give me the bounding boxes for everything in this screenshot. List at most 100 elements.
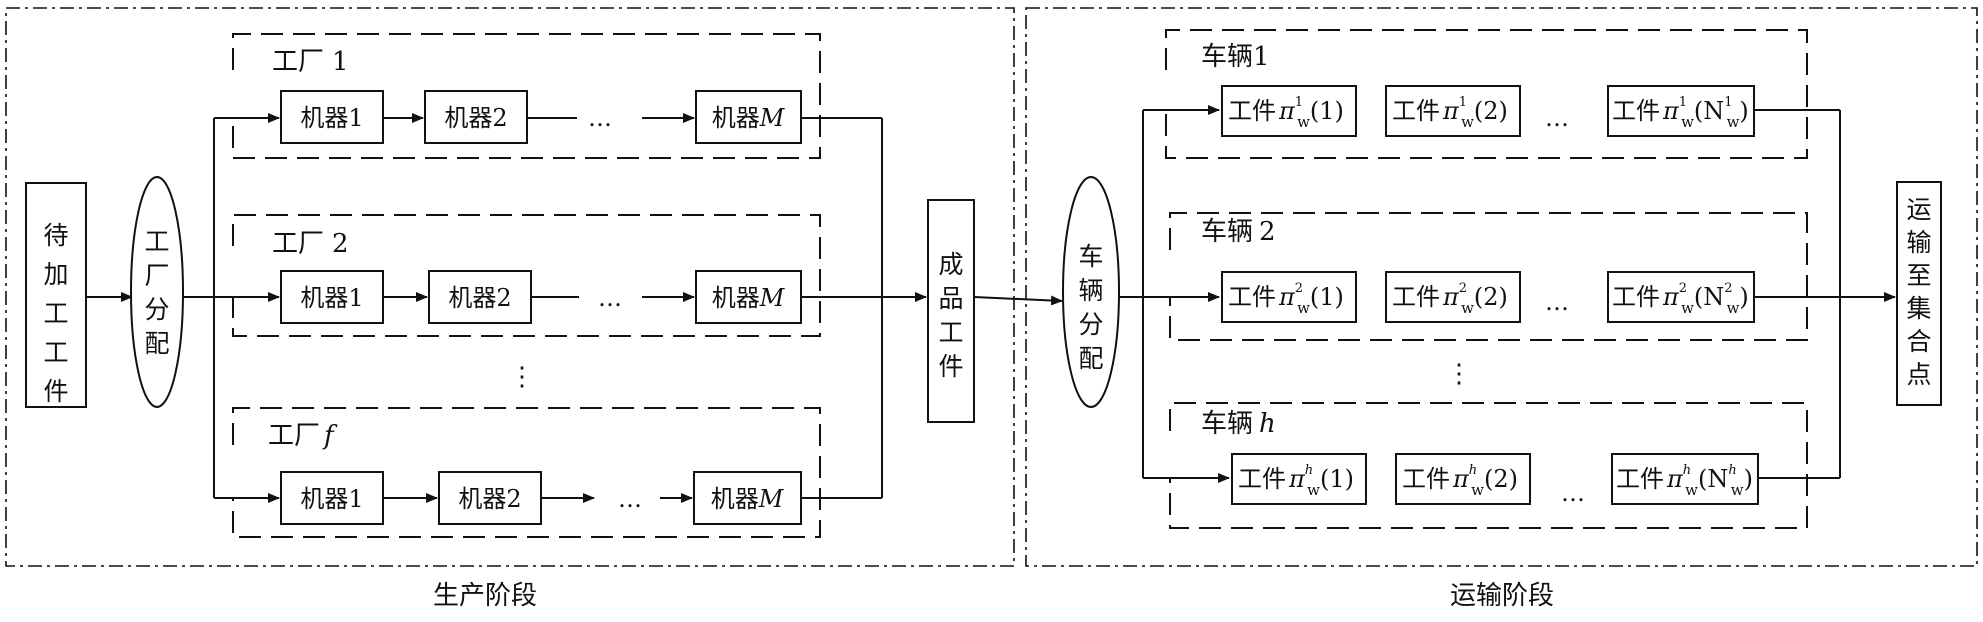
vehicle-assignment-char: 辆 [1078, 276, 1103, 305]
svg-text:车辆1: 车辆1 [1201, 42, 1270, 72]
ellipsis: … [1545, 288, 1569, 316]
destination-block: 运 输 至 集 合 点 [1896, 181, 1942, 406]
ellipsis: … [618, 485, 642, 513]
vehicle-assignment-node: 车 辆 分 配 [1062, 176, 1120, 408]
svg-text:工厂1: 工厂 1 [272, 47, 349, 77]
destination-char: 集 [1906, 294, 1931, 323]
finished-jobs-char: 件 [938, 352, 963, 381]
ellipsis: … [588, 104, 612, 132]
factory-2-group: 工厂 2 机器1 机器2 … 机器M [232, 214, 821, 337]
machine-2-box: 机器2 [428, 270, 532, 324]
svg-text:机器1: 机器1 [300, 104, 363, 132]
factory-assignment-char: 配 [144, 329, 169, 358]
machine-M-box: 机器M [695, 270, 802, 324]
ellipsis: … [1545, 104, 1569, 132]
transport-stage-label: 运输阶段 [1450, 581, 1554, 611]
finished-jobs-char: 品 [938, 284, 963, 313]
machine-1-box: 机器1 [280, 270, 384, 324]
transport-stage-frame [1025, 7, 1978, 567]
machine-1-box: 机器1 [280, 471, 384, 525]
machine-1-box: 机器1 [280, 90, 384, 144]
machine-2-box: 机器2 [424, 90, 528, 144]
svg-text:车辆h: 车辆h [1201, 409, 1276, 439]
machine-2-box: 机器2 [438, 471, 542, 525]
svg-text:机器M: 机器M [712, 284, 786, 312]
factory-assignment-char: 厂 [144, 261, 169, 290]
vehicle-label: 车辆 [1201, 42, 1253, 72]
destination-char: 至 [1906, 261, 1931, 290]
svg-text:机器M: 机器M [711, 485, 785, 513]
machine-M-box: 机器M [693, 471, 802, 525]
destination-char: 合 [1906, 327, 1931, 356]
finished-jobs-char: 工 [938, 318, 963, 347]
vehicle-assignment-char: 分 [1078, 310, 1103, 339]
input-jobs-block: 待 加 工 工 件 [25, 182, 87, 408]
vertical-ellipsis: ⋮ [509, 362, 535, 392]
vehicle-label: 车辆 [1201, 217, 1253, 247]
svg-text:机器1: 机器1 [300, 485, 363, 513]
factory-label: 工厂 [272, 47, 324, 77]
svg-text:工厂f: 工厂f [268, 421, 338, 451]
input-jobs-char: 件 [43, 377, 68, 406]
factory-label: 工厂 [272, 229, 324, 259]
svg-text:车辆2: 车辆2 [1201, 217, 1276, 247]
vehicle-index: 2 [1259, 217, 1276, 247]
input-jobs-char: 待 [43, 221, 68, 250]
factory-1-group: 工厂 1 机器1 机器2 … 机器M [232, 33, 821, 159]
production-stage-label: 生产阶段 [433, 581, 537, 611]
factory-index: 1 [332, 47, 349, 77]
svg-text:机器M: 机器M [712, 104, 786, 132]
vehicle-label: 车辆 [1201, 409, 1253, 439]
factory-index: 2 [332, 229, 349, 259]
destination-char: 输 [1906, 228, 1931, 257]
vertical-ellipsis: ⋮ [1446, 359, 1472, 389]
svg-text:机器2: 机器2 [448, 284, 511, 312]
input-jobs-char: 工 [43, 299, 68, 328]
ellipsis: … [1561, 479, 1585, 507]
svg-text:机器2: 机器2 [458, 485, 521, 513]
vehicle-assignment-char: 车 [1078, 242, 1103, 271]
vehicle-index: 1 [1253, 42, 1270, 72]
destination-char: 点 [1906, 360, 1931, 389]
input-jobs-char: 工 [43, 338, 68, 367]
finished-jobs-block: 成 品 工 件 [927, 199, 975, 423]
svg-text:机器1: 机器1 [300, 284, 363, 312]
factory-index: f [322, 421, 338, 451]
ellipsis: … [598, 284, 622, 312]
svg-text:机器2: 机器2 [444, 104, 507, 132]
factory-assignment-char: 分 [144, 295, 169, 324]
factory-label: 工厂 [268, 421, 320, 451]
finished-jobs-char: 成 [938, 250, 963, 279]
factory-assignment-node: 工 厂 分 配 [130, 176, 184, 408]
factory-assignment-char: 工 [144, 227, 169, 256]
input-jobs-char: 加 [43, 260, 68, 289]
destination-char: 运 [1906, 195, 1931, 224]
vehicle-assignment-char: 配 [1078, 344, 1103, 373]
svg-text:工厂2: 工厂 2 [272, 229, 349, 259]
machine-M-box: 机器M [695, 90, 802, 144]
vehicle-index: h [1259, 409, 1276, 439]
